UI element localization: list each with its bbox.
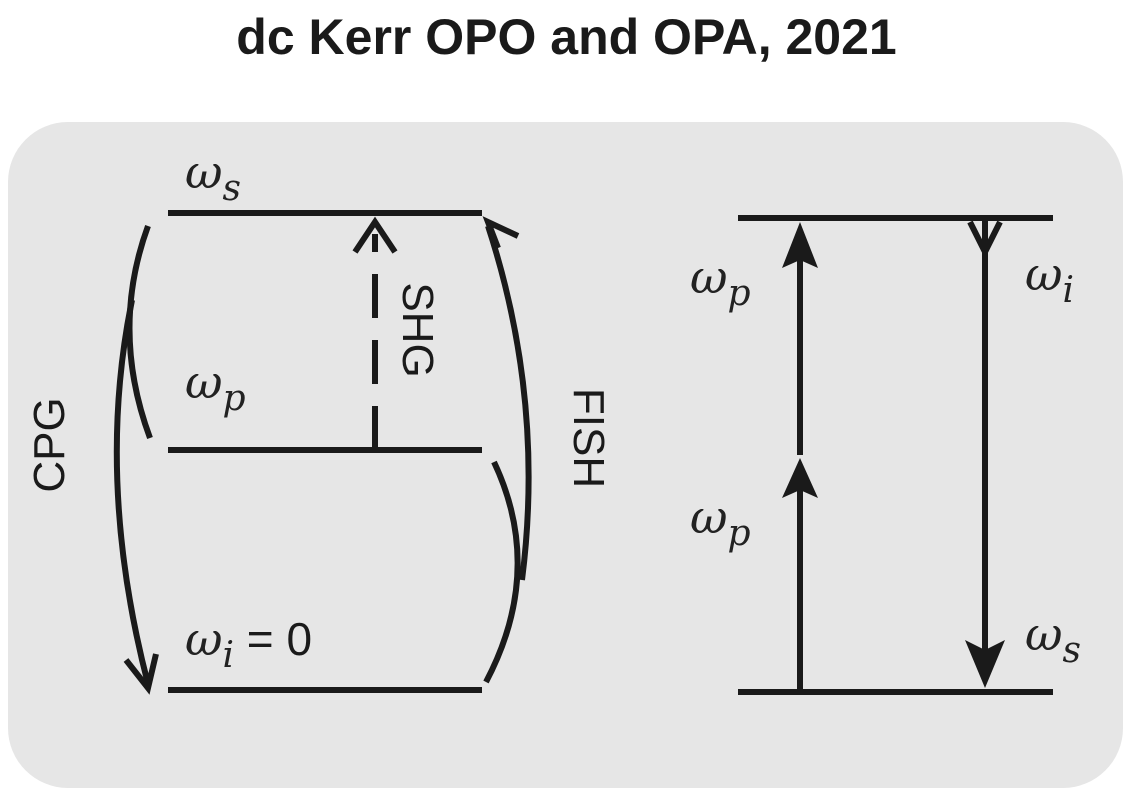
shg-arrowhead [352,216,398,254]
pump-arrow-lower-head [782,458,818,498]
fish-arrowhead [482,216,520,250]
label-omega-p-left: ωp [185,355,246,419]
fish-curve-upper [485,225,532,581]
label-omega-p-right-upper: ωp [690,250,751,314]
shg-label: SHG [393,282,442,377]
label-omega-s-left: ωs [185,145,241,209]
cpg-curve-upper [126,224,153,440]
pump-arrow-upper-head [782,222,818,268]
label-omega-i-right: ωi [1025,247,1074,311]
label-omega-p-right-lower: ωp [690,490,751,554]
fish-label: FISH [564,388,613,488]
diagram-panel [8,122,1123,788]
cpg-label: CPG [25,397,74,492]
label-omega-i-left: ωi = 0 [185,612,312,676]
fish-curve-lower [483,460,521,684]
label-omega-s-right: ωs [1025,607,1081,671]
cpg-arrowhead [123,653,159,695]
diagram-title: dc Kerr OPO and OPA, 2021 [236,9,897,65]
cpg-curve-lower [113,299,151,685]
signal-arrowhead [965,640,1005,688]
idler-arrowhead [967,220,1003,259]
